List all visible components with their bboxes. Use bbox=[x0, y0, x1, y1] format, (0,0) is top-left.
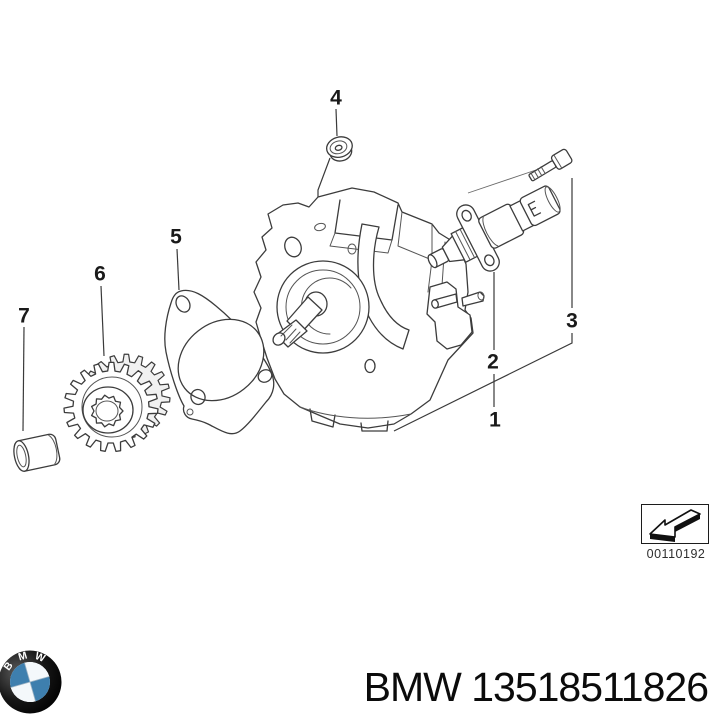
callout-3: 3 bbox=[566, 309, 578, 333]
callout-5: 5 bbox=[170, 225, 182, 249]
logo-letter-m: M bbox=[17, 649, 29, 663]
logo-letter-w: W bbox=[33, 650, 47, 665]
part-number-caption: BMW 13518511826 bbox=[363, 664, 709, 710]
part-1-pump-drawing bbox=[253, 187, 485, 432]
callout-leader-lines bbox=[22, 108, 573, 432]
callout-6: 6 bbox=[94, 262, 106, 286]
callout-1: 1 bbox=[489, 408, 501, 432]
callout-2: 2 bbox=[487, 350, 499, 374]
callout-7: 7 bbox=[18, 304, 30, 328]
bmw-logo: B M W bbox=[0, 649, 62, 714]
arrow-down-left-icon bbox=[649, 509, 701, 542]
part-7-sleeve-drawing bbox=[13, 433, 61, 472]
callout-4: 4 bbox=[330, 86, 342, 110]
part-3-bolt-drawing bbox=[528, 148, 573, 182]
part-5-gasket-drawing bbox=[164, 289, 275, 435]
part-2-regulator-valve-drawing bbox=[427, 185, 561, 272]
part-4-grommet-drawing bbox=[326, 136, 353, 162]
diagram-code: 00110192 bbox=[646, 547, 706, 561]
orientation-stamp-box bbox=[641, 504, 709, 544]
part-6-sprocket-drawing bbox=[63, 353, 171, 453]
